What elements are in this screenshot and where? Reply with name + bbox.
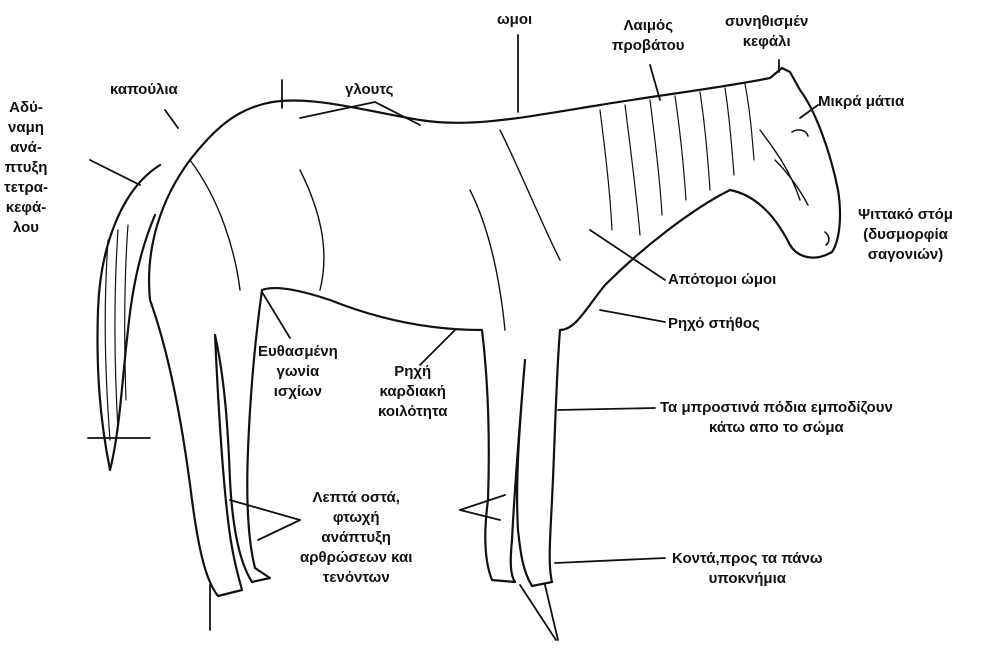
- label-shallow-chest: Ρηχό στήθος: [668, 314, 760, 334]
- label-weak-quarters: Αδύ- ναμη ανά- πτυξη τετρα- κεφά- λου: [4, 98, 48, 238]
- label-head: συνηθισμέν κεφάλι: [725, 12, 808, 52]
- label-shoulders: ωμοι: [497, 10, 532, 30]
- label-straight-hip: Ευθασμένη γωνία ισχίων: [258, 342, 338, 402]
- label-ewe-neck: Λαιμός προβάτου: [612, 16, 684, 56]
- label-small-eyes: Μικρά μάτια: [818, 92, 904, 112]
- horse-mane: [600, 84, 754, 235]
- horse-eye: [792, 130, 808, 136]
- body-contours: [190, 130, 808, 330]
- label-upright-shoulders: Απότομοι ώμοι: [668, 270, 776, 290]
- label-shallow-heart: Ρηχή καρδιακή κοιλότητα: [378, 362, 447, 422]
- label-parrot-mouth: Ψιττακό στόμ (δυσμορφία σαγονιών): [858, 205, 953, 265]
- label-forelegs-under: Τα μπροστινά πόδια εμποδίζουν κάτω απο τ…: [660, 398, 893, 438]
- label-saddle: καπούλια: [110, 80, 178, 100]
- label-short-pasterns: Κοντά,προς τα πάνω υποκνήμια: [672, 549, 823, 589]
- horse-tail: [98, 165, 161, 470]
- horse-nostril: [825, 232, 829, 245]
- label-loin: γλουτς: [345, 80, 393, 100]
- tail-hair: [105, 225, 128, 440]
- label-light-bones: Λεπτά οστά, φτωχή ανάπτυξη αρθρώσεων και…: [300, 488, 412, 588]
